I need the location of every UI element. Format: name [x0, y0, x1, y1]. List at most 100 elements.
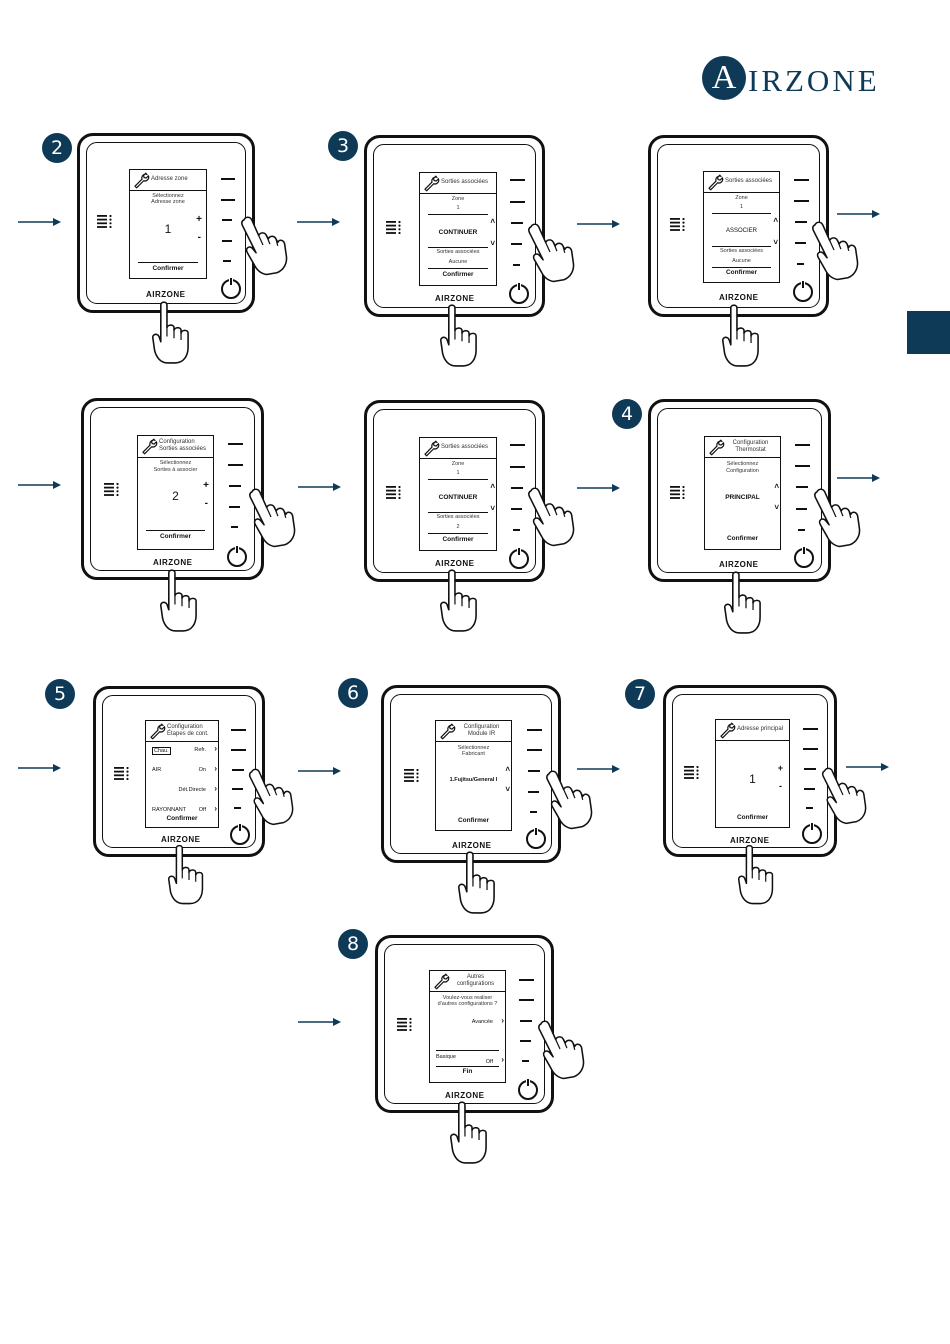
- side-button[interactable]: [511, 508, 522, 510]
- side-button[interactable]: [795, 444, 810, 446]
- menu-icon[interactable]: [114, 767, 130, 780]
- side-button[interactable]: [519, 979, 534, 981]
- side-button[interactable]: [232, 769, 244, 771]
- side-button[interactable]: [232, 788, 243, 790]
- menu-icon[interactable]: [97, 215, 113, 228]
- confirm-label[interactable]: Confirmer: [725, 269, 758, 276]
- screen-title-bar: Adresse zone: [130, 170, 206, 191]
- power-icon[interactable]: [802, 822, 822, 844]
- side-button[interactable]: [223, 260, 231, 262]
- step-badge-7: 7: [625, 679, 655, 709]
- menu-icon[interactable]: [386, 221, 402, 234]
- menu-icon[interactable]: [670, 486, 686, 499]
- power-icon[interactable]: [221, 277, 241, 299]
- side-button[interactable]: [511, 243, 522, 245]
- confirm-label[interactable]: Confirmer: [166, 815, 198, 822]
- side-button[interactable]: [510, 444, 525, 446]
- side-button[interactable]: [520, 1020, 532, 1022]
- screen-title-bar: Adresse principal: [716, 720, 789, 741]
- side-button[interactable]: [806, 807, 813, 809]
- hand-press-icon: [440, 303, 484, 369]
- side-button[interactable]: [804, 768, 816, 770]
- confirm-label[interactable]: Confirmer: [726, 535, 759, 542]
- menu-icon[interactable]: [670, 218, 686, 231]
- side-button[interactable]: [530, 811, 537, 813]
- side-button[interactable]: [522, 1060, 529, 1062]
- screen-value: 2: [172, 489, 179, 503]
- device-logo: AIRZONE: [146, 290, 186, 299]
- confirm-label[interactable]: Confirmer: [159, 533, 192, 540]
- screen-label: Configuration: [726, 468, 759, 474]
- side-button[interactable]: [794, 200, 809, 202]
- side-button[interactable]: [229, 485, 241, 487]
- side-button[interactable]: [231, 749, 246, 751]
- side-button[interactable]: [796, 508, 807, 510]
- side-button[interactable]: [231, 526, 238, 528]
- side-button[interactable]: [803, 748, 818, 750]
- side-button[interactable]: [510, 201, 525, 203]
- confirm-label[interactable]: Confirmer: [152, 265, 184, 272]
- side-button[interactable]: [520, 1040, 531, 1042]
- side-button[interactable]: [221, 178, 235, 180]
- confirm-label[interactable]: Confirmer: [457, 817, 490, 824]
- side-button[interactable]: [798, 529, 805, 531]
- power-icon[interactable]: [509, 547, 529, 569]
- confirm-label[interactable]: Confirmer: [442, 536, 474, 543]
- screen-divider: [436, 1050, 499, 1051]
- hand-press-icon: [450, 1100, 494, 1166]
- side-button[interactable]: [228, 443, 243, 445]
- screen-action: ASSOCIER: [725, 228, 757, 234]
- side-button[interactable]: [795, 242, 806, 244]
- power-icon[interactable]: [793, 280, 813, 302]
- screen-divider: [428, 479, 488, 480]
- side-button[interactable]: [221, 199, 235, 201]
- screen-value: 1.Fujitsu/General I: [449, 777, 498, 783]
- end-label[interactable]: Fin: [462, 1068, 473, 1075]
- side-button[interactable]: [513, 264, 520, 266]
- chevron-right-icon: ›: [214, 804, 217, 813]
- thermostat-device: Sorties associées Zone 1 CONTINUER ˄ ˅ S…: [364, 400, 545, 582]
- side-button[interactable]: [528, 791, 539, 793]
- side-button[interactable]: [794, 179, 809, 181]
- side-button[interactable]: [511, 222, 523, 224]
- power-icon[interactable]: [526, 827, 546, 849]
- side-button[interactable]: [803, 728, 818, 730]
- side-button[interactable]: [804, 788, 815, 790]
- menu-icon[interactable]: [386, 486, 402, 499]
- side-button[interactable]: [229, 506, 240, 508]
- power-icon[interactable]: [794, 546, 814, 568]
- menu-icon[interactable]: [104, 483, 120, 496]
- menu-icon[interactable]: [684, 766, 700, 779]
- power-icon[interactable]: [509, 282, 529, 304]
- power-icon[interactable]: [518, 1078, 538, 1100]
- power-icon[interactable]: [230, 823, 250, 845]
- side-button[interactable]: [222, 219, 232, 221]
- side-button[interactable]: [527, 729, 542, 731]
- confirm-label[interactable]: Confirmer: [736, 814, 769, 821]
- menu-icon[interactable]: [404, 769, 420, 782]
- side-button[interactable]: [511, 487, 523, 489]
- power-icon[interactable]: [227, 545, 247, 567]
- side-button[interactable]: [513, 529, 520, 531]
- side-button[interactable]: [228, 464, 243, 466]
- side-button[interactable]: [795, 465, 810, 467]
- side-button[interactable]: [795, 221, 807, 223]
- side-button[interactable]: [222, 240, 232, 242]
- side-button[interactable]: [519, 999, 534, 1001]
- side-button[interactable]: [234, 807, 241, 809]
- side-button[interactable]: [796, 486, 808, 488]
- hand-press-icon: [534, 1018, 586, 1080]
- chevron-up-icon: ˄: [773, 216, 778, 225]
- side-button[interactable]: [797, 263, 804, 265]
- screen-value: PRINCIPAL: [725, 494, 760, 501]
- side-button[interactable]: [231, 729, 246, 731]
- side-button[interactable]: [510, 466, 525, 468]
- side-button[interactable]: [528, 770, 540, 772]
- menu-icon[interactable]: [397, 1018, 413, 1031]
- side-button[interactable]: [510, 179, 525, 181]
- side-button[interactable]: [527, 749, 542, 751]
- confirm-label[interactable]: Confirmer: [442, 271, 474, 278]
